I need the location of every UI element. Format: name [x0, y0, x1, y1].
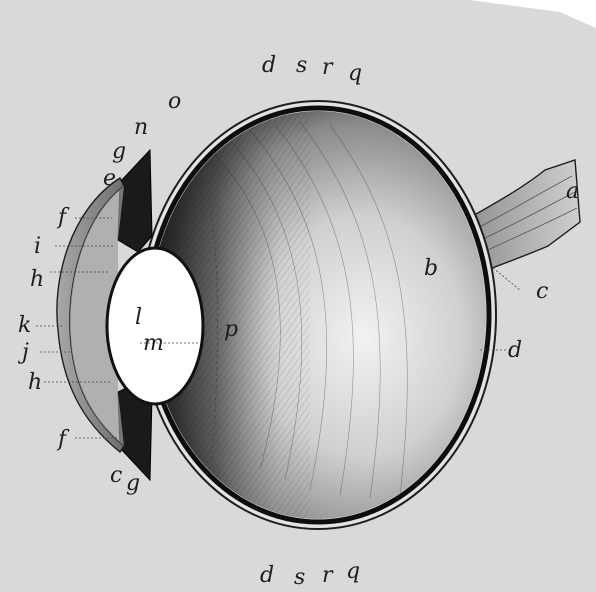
- label-p: p: [224, 317, 238, 342]
- label-d-right: d: [508, 338, 522, 363]
- label-o: o: [168, 89, 181, 114]
- label-q-top: q: [348, 61, 362, 86]
- label-g-top: g: [112, 139, 126, 164]
- label-c-nerve: c: [536, 279, 548, 304]
- label-r-top: r: [322, 55, 334, 80]
- label-a: a: [566, 179, 579, 204]
- label-e-top: e: [103, 166, 116, 191]
- label-n: n: [134, 115, 148, 140]
- label-q-bottom: q: [346, 559, 360, 584]
- lens: [107, 248, 203, 404]
- label-r-bottom: r: [322, 563, 334, 588]
- label-i: i: [34, 234, 41, 259]
- label-g-bottom: g: [126, 471, 140, 496]
- label-b: b: [424, 256, 438, 281]
- label-s-top: s: [296, 53, 307, 78]
- label-d-bottom: d: [260, 563, 274, 588]
- label-h-bottom: h: [28, 370, 42, 395]
- label-c-bottom: c: [110, 463, 122, 488]
- label-m: m: [143, 331, 164, 356]
- label-s-bottom: s: [294, 565, 305, 590]
- label-d-top: d: [262, 53, 276, 78]
- label-h-top: h: [30, 267, 44, 292]
- label-k: k: [18, 313, 31, 338]
- label-l: l: [135, 305, 142, 330]
